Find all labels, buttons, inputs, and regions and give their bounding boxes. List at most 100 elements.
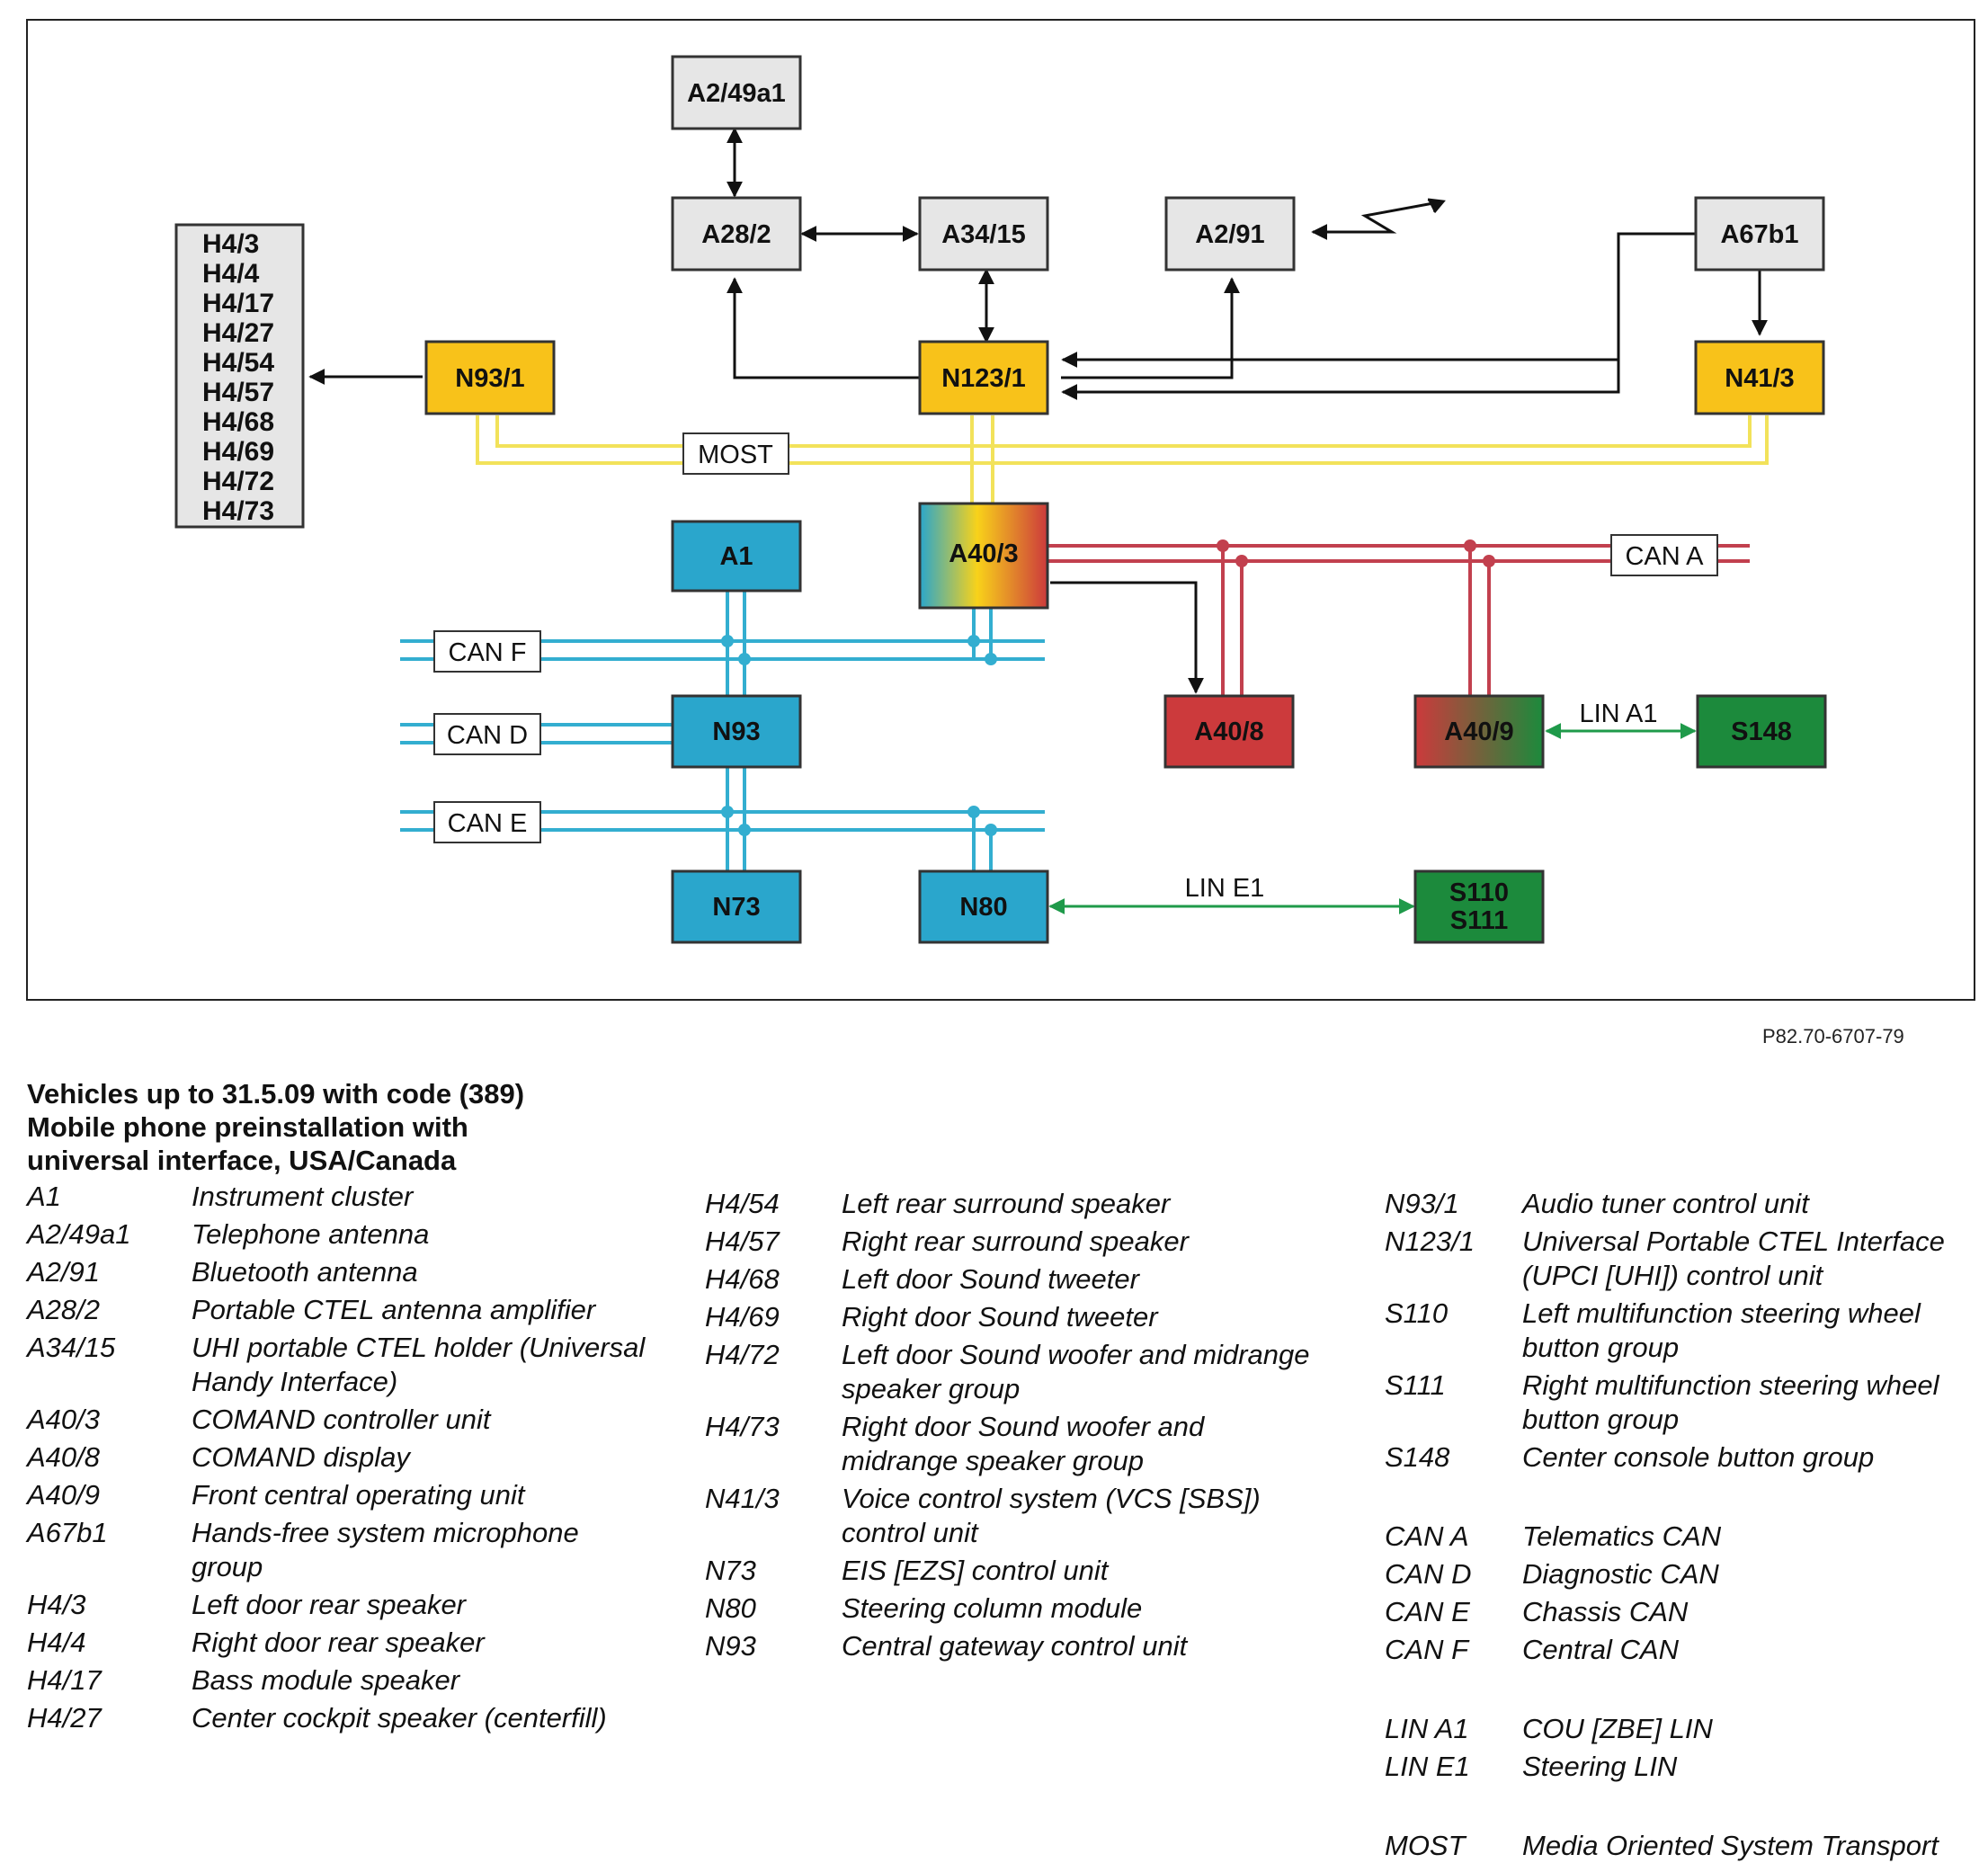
- legend-code: LIN E1: [1385, 1751, 1470, 1782]
- box-a1: A1: [671, 520, 802, 593]
- svg-text:H4/68: H4/68: [202, 407, 274, 437]
- legend-row: CAN F Central CAN: [1385, 1633, 1983, 1667]
- svg-text:H4/3: H4/3: [202, 229, 259, 259]
- svg-text:N123/1: N123/1: [941, 364, 1026, 393]
- legend-row: N123/1 Universal Portable CTEL Interface …: [1385, 1225, 1983, 1293]
- svg-text:H4/54: H4/54: [202, 348, 274, 378]
- svg-text:H4/73: H4/73: [202, 496, 274, 526]
- legend-description: Central gateway control unit: [842, 1630, 1188, 1662]
- label-most: MOST: [682, 432, 789, 475]
- svg-text:H4/27: H4/27: [202, 318, 274, 348]
- legend-description: Left door Sound woofer and midrange spea…: [842, 1339, 1310, 1404]
- legend-description: Diagnostic CAN: [1522, 1558, 1719, 1590]
- svg-text:H4/72: H4/72: [202, 467, 274, 496]
- svg-text:H4/69: H4/69: [202, 437, 274, 467]
- svg-text:N93: N93: [712, 718, 760, 746]
- legend-row: CAN E Chassis CAN: [1385, 1595, 1983, 1629]
- legend-code: N73: [705, 1555, 756, 1586]
- box-n73: N73: [671, 869, 802, 944]
- legend-code: N41/3: [705, 1483, 780, 1514]
- legend-code: S110: [1385, 1297, 1449, 1329]
- box-n41-3: N41/3: [1694, 340, 1825, 415]
- box-a2-49a1: A2/49a1: [671, 55, 802, 130]
- legend-row: N93/1 Audio tuner control unit: [1385, 1187, 1983, 1221]
- legend-code: A40/9: [27, 1479, 101, 1511]
- legend-code: MOST: [1385, 1830, 1466, 1861]
- legend-code: LIN A1: [1385, 1713, 1469, 1744]
- legend-description: Chassis CAN: [1522, 1596, 1689, 1627]
- network-diagram: A2/49a1 A28/2 A34/15 A2/91 A67b1 H4/3 H4…: [26, 19, 1975, 1001]
- legend-description: COU [ZBE] LIN: [1522, 1713, 1713, 1744]
- svg-text:CAN A: CAN A: [1625, 542, 1704, 571]
- legend-code: N93/1: [1385, 1188, 1459, 1219]
- svg-text:H4/4: H4/4: [202, 259, 260, 289]
- legend-description: Right door rear speaker: [192, 1627, 485, 1658]
- legend-description: Center console button group: [1522, 1441, 1875, 1473]
- legend-description: Audio tuner control unit: [1522, 1188, 1809, 1219]
- svg-text:A2/91: A2/91: [1195, 220, 1264, 249]
- box-a2-91: A2/91: [1164, 196, 1296, 272]
- svg-text:A67b1: A67b1: [1720, 220, 1798, 249]
- legend-description: Right multifunction steering wheel butto…: [1522, 1369, 1939, 1435]
- legend-row: N73 EIS [EZS] control unit: [705, 1554, 1325, 1588]
- svg-text:N93/1: N93/1: [455, 364, 524, 393]
- svg-text:S110: S110: [1449, 878, 1509, 907]
- legend-description: Voice control system (VCS [SBS]) control…: [842, 1483, 1261, 1548]
- legend-code: H4/54: [705, 1188, 780, 1219]
- legend-code: N80: [705, 1592, 756, 1624]
- label-lin-a1: LIN A1: [1579, 700, 1657, 728]
- legend-code: H4/57: [705, 1226, 780, 1257]
- legend-description: UHI portable CTEL holder (Universal Hand…: [192, 1332, 646, 1397]
- svg-text:A28/2: A28/2: [701, 220, 771, 249]
- legend-description: Hands-free system microphone group: [192, 1517, 579, 1582]
- legend-code: N93: [705, 1630, 756, 1662]
- legend-row: H4/17 Bass module speaker: [27, 1663, 647, 1698]
- box-n93-1: N93/1: [424, 340, 556, 415]
- box-s110-s111: S110 S111: [1413, 869, 1545, 944]
- legend-row: H4/57 Right rear surround speaker: [705, 1225, 1325, 1259]
- legend-code: H4/73: [705, 1411, 780, 1442]
- legend-code: A34/15: [27, 1332, 116, 1363]
- legend-description: Central CAN: [1522, 1634, 1679, 1665]
- legend-description: Bass module speaker: [192, 1664, 460, 1696]
- box-a40-9: A40/9: [1413, 694, 1545, 769]
- figure-reference: P82.70-6707-79: [1762, 1025, 1904, 1047]
- svg-text:N73: N73: [712, 893, 760, 922]
- legend-code: H4/17: [27, 1664, 102, 1696]
- legend-description: EIS [EZS] control unit: [842, 1555, 1109, 1586]
- legend-row: N41/3 Voice control system (VCS [SBS]) co…: [705, 1482, 1325, 1550]
- legend-code: N123/1: [1385, 1226, 1475, 1257]
- legend-code: A40/8: [27, 1441, 101, 1473]
- legend-description: Left door rear speaker: [192, 1589, 467, 1620]
- can-a-nodes: [1217, 539, 1495, 567]
- svg-text:CAN E: CAN E: [448, 809, 528, 838]
- box-a40-3: A40/3: [918, 502, 1049, 610]
- legend-description: Right rear surround speaker: [842, 1226, 1189, 1257]
- box-a28-2: A28/2: [671, 196, 802, 272]
- legend-code: CAN F: [1385, 1634, 1468, 1665]
- svg-text:H4/17: H4/17: [202, 289, 274, 318]
- label-can-d: CAN D: [433, 713, 541, 755]
- most-bus: [476, 415, 1769, 504]
- speaker-list-box: H4/3 H4/4 H4/17 H4/27 H4/54 H4/57 H4/68 …: [174, 223, 305, 529]
- box-n93: N93: [671, 694, 802, 769]
- legend-description: Center cockpit speaker (centerfill): [192, 1702, 607, 1734]
- legend-code: CAN E: [1385, 1596, 1470, 1627]
- title-line-3: universal interface, USA/Canada: [27, 1145, 457, 1176]
- legend-description: Front central operating unit: [192, 1479, 525, 1511]
- legend-description: Universal Portable CTEL Interface (UPCI …: [1522, 1226, 1945, 1291]
